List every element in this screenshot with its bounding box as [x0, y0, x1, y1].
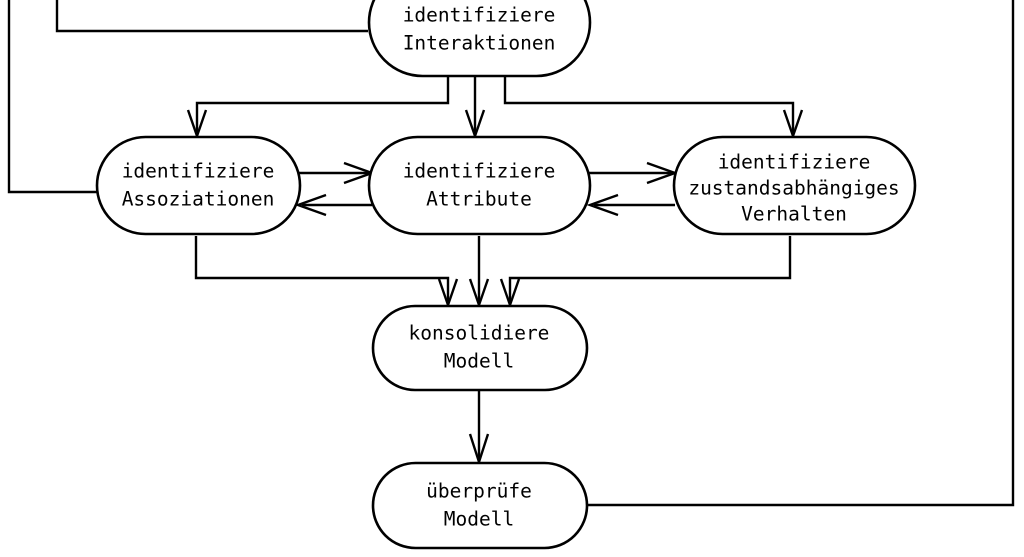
- node-label-attribute-line1: identifiziere: [403, 160, 556, 183]
- node-shape-ueberpruefe: [371, 461, 589, 550]
- node-identifiziere-attribute[interactable]: identifiziere Attribute: [367, 135, 592, 236]
- node-shape-attribute: [367, 135, 592, 236]
- edge-interaktionen-to-verhalten: [503, 76, 804, 140]
- edge-attribute-to-konsolidiere: [468, 236, 490, 309]
- node-shape-interaktionen: [367, 0, 592, 78]
- node-label-verhalten-line2: zustandsabhängiges: [688, 177, 899, 200]
- node-label-assoziationen-line1: identifiziere: [122, 160, 275, 183]
- edge-layer: [7, 0, 1015, 507]
- edge-interaktionen-to-attribute: [464, 76, 486, 140]
- node-konsolidiere-modell[interactable]: konsolidiere Modell: [371, 304, 589, 392]
- edge-interaktionen-to-assoziationen: [186, 76, 450, 140]
- node-label-verhalten-line1: identifiziere: [718, 151, 871, 174]
- node-label-interaktionen-line2: Interaktionen: [403, 32, 556, 55]
- node-layer: identifiziere Interaktionen identifizier…: [95, 0, 917, 550]
- node-shape-konsolidiere: [371, 304, 589, 392]
- node-label-ueberpruefe-line2: Modell: [444, 508, 514, 531]
- node-label-attribute-line2: Attribute: [426, 188, 532, 211]
- edge-assoziationen-to-konsolidiere: [194, 236, 459, 309]
- edge-assoziationen-to-attribute: [296, 161, 376, 185]
- node-shape-assoziationen: [95, 135, 302, 236]
- node-label-verhalten-line3: Verhalten: [741, 203, 847, 226]
- edge-attribute-to-assoziationen: [294, 193, 372, 217]
- edge-verhalten-to-konsolidiere: [499, 236, 792, 309]
- edge-attribute-to-verhalten: [588, 161, 679, 185]
- node-identifiziere-interaktionen[interactable]: identifiziere Interaktionen: [367, 0, 592, 78]
- edge-konsolidiere-to-ueberpruefe: [468, 390, 490, 466]
- node-label-interaktionen-line1: identifiziere: [403, 4, 556, 27]
- edge-assoziationen-feedback-left: [7, 0, 97, 194]
- edge-interaktionen-feedback-left: [55, 0, 368, 33]
- node-label-assoziationen-line2: Assoziationen: [122, 188, 275, 211]
- edge-ueberpruefe-feedback-right: [586, 0, 1015, 507]
- node-identifiziere-assoziationen[interactable]: identifiziere Assoziationen: [95, 135, 302, 236]
- edge-verhalten-to-attribute: [586, 193, 675, 217]
- node-shape-verhalten: [672, 135, 917, 236]
- node-label-konsolidiere-line1: konsolidiere: [409, 322, 550, 345]
- node-ueberpruefe-modell[interactable]: überprüfe Modell: [371, 461, 589, 550]
- node-label-ueberpruefe-line1: überprüfe: [426, 480, 532, 503]
- node-identifiziere-zustandsabhaengiges-verhalten[interactable]: identifiziere zustandsabhängiges Verhalt…: [672, 135, 917, 236]
- node-label-konsolidiere-line2: Modell: [444, 350, 514, 373]
